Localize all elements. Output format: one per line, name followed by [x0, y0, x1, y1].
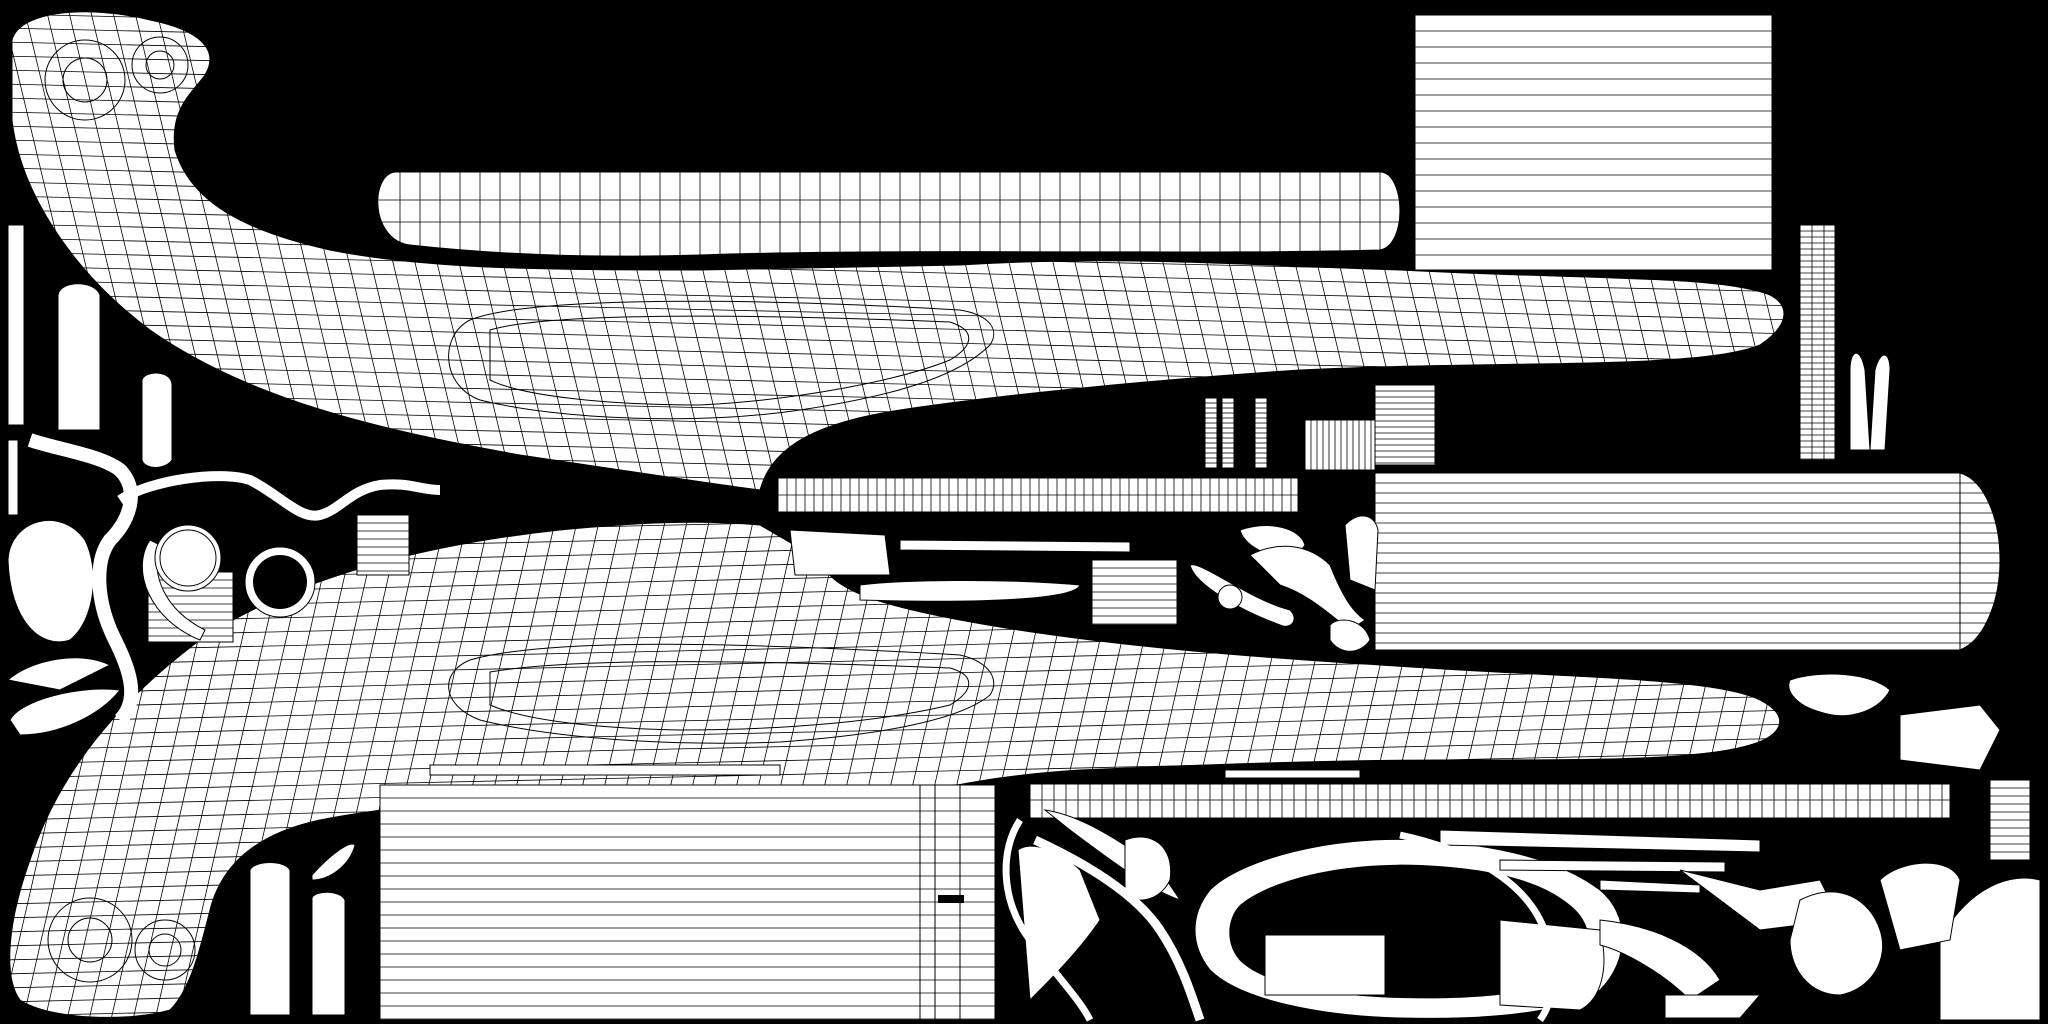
bottom-plate-island	[379, 784, 996, 1021]
bottom-rail-island	[1029, 783, 1951, 819]
center-rail-island	[777, 477, 1299, 513]
top-rod-island	[377, 171, 1401, 257]
vertical-strip-island	[1799, 224, 1836, 461]
detail-islands-mid	[429, 515, 1379, 779]
top-right-plate-island	[1414, 14, 1773, 271]
detail-islands-right	[1788, 352, 2041, 1021]
detail-islands-left	[6, 224, 356, 1016]
barrel-cylinder-island	[1374, 472, 2001, 651]
wavy-strip-islands	[27, 433, 1557, 1023]
